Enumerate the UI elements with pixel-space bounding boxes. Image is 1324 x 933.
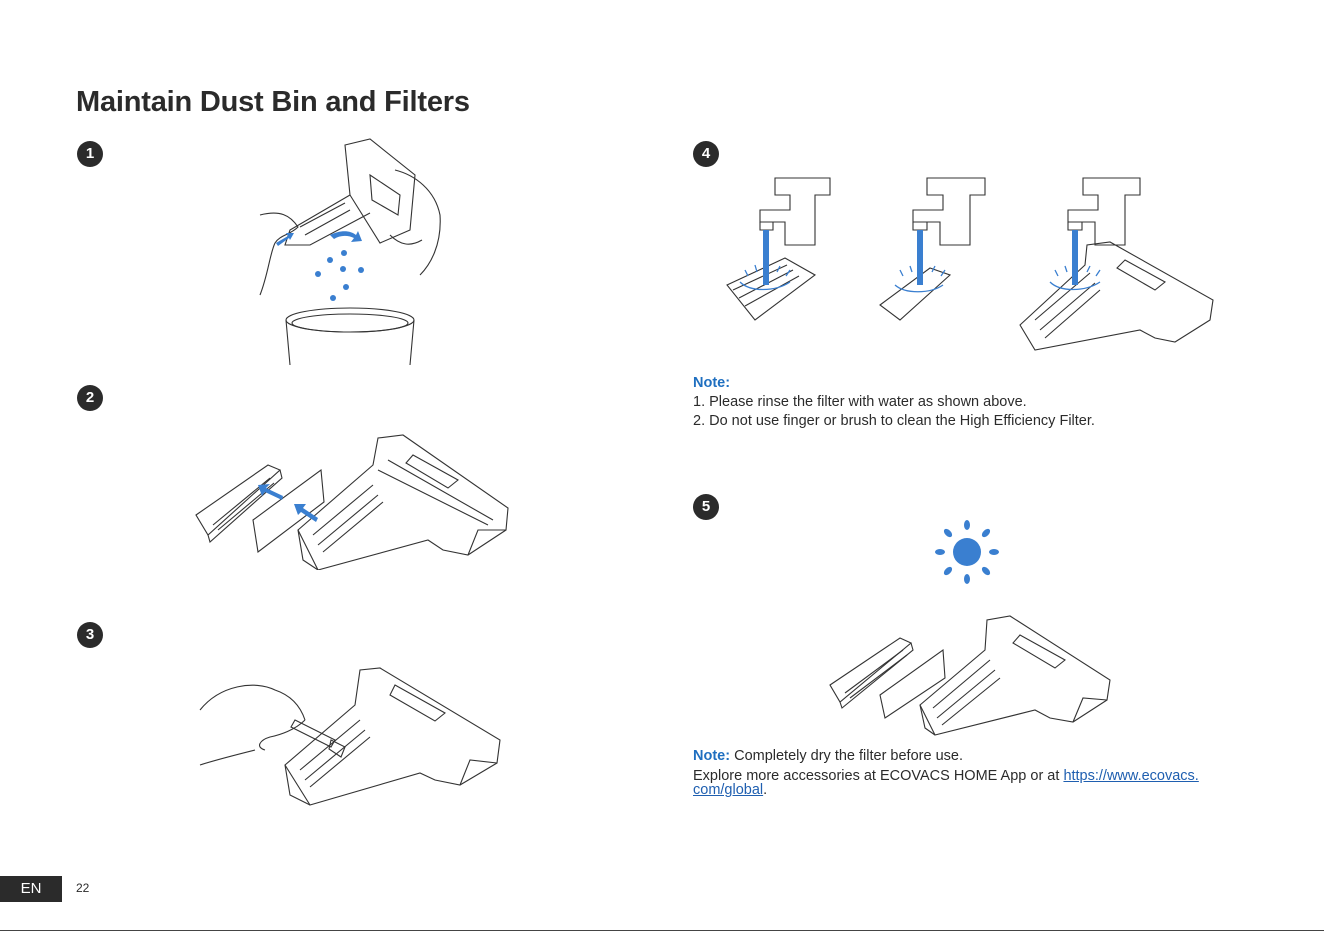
page-number: 22 — [76, 881, 90, 895]
language-tab: EN — [0, 876, 62, 902]
step-2-badge: 2 — [77, 385, 103, 411]
note-line-2: 2. Do not use finger or brush to clean t… — [693, 413, 1095, 429]
step-4-badge: 4 — [693, 141, 719, 167]
note-dry: Note: Completely dry the filter before u… — [693, 747, 1253, 797]
rinse-filter-illustration — [726, 177, 1214, 351]
explore-line: Explore more accessories at ECOVACS HOME… — [693, 768, 1253, 798]
empty-dust-bin-illustration — [259, 138, 441, 366]
bottom-rule — [0, 930, 1324, 931]
ecovacs-link-part-2[interactable]: com/global — [693, 782, 764, 798]
note-line-1: 1. Please rinse the filter with water as… — [693, 394, 1027, 410]
note-label: Note: — [693, 375, 731, 391]
page-title: Maintain Dust Bin and Filters — [76, 86, 470, 118]
explore-text: Explore more accessories at ECOVACS HOME… — [693, 768, 1064, 784]
brush-cleaning-illustration — [199, 667, 501, 806]
note-label: Note: — [693, 748, 731, 764]
step-5-badge: 5 — [693, 494, 719, 520]
sun-icon — [935, 520, 999, 584]
dry-filter-illustration — [829, 615, 1111, 736]
ecovacs-link-part-1[interactable]: https://www.ecovacs. — [1063, 768, 1199, 784]
step-3-badge: 3 — [77, 622, 103, 648]
step-1-badge: 1 — [77, 141, 103, 167]
note-dry-line: Note: Completely dry the filter before u… — [693, 747, 1253, 766]
note-rinse: Note: 1. Please rinse the filter with wa… — [693, 374, 1095, 431]
explore-suffix: . — [763, 782, 768, 798]
note-dry-text: Completely dry the filter before use. — [730, 748, 963, 764]
disassemble-filter-illustration — [195, 434, 509, 570]
